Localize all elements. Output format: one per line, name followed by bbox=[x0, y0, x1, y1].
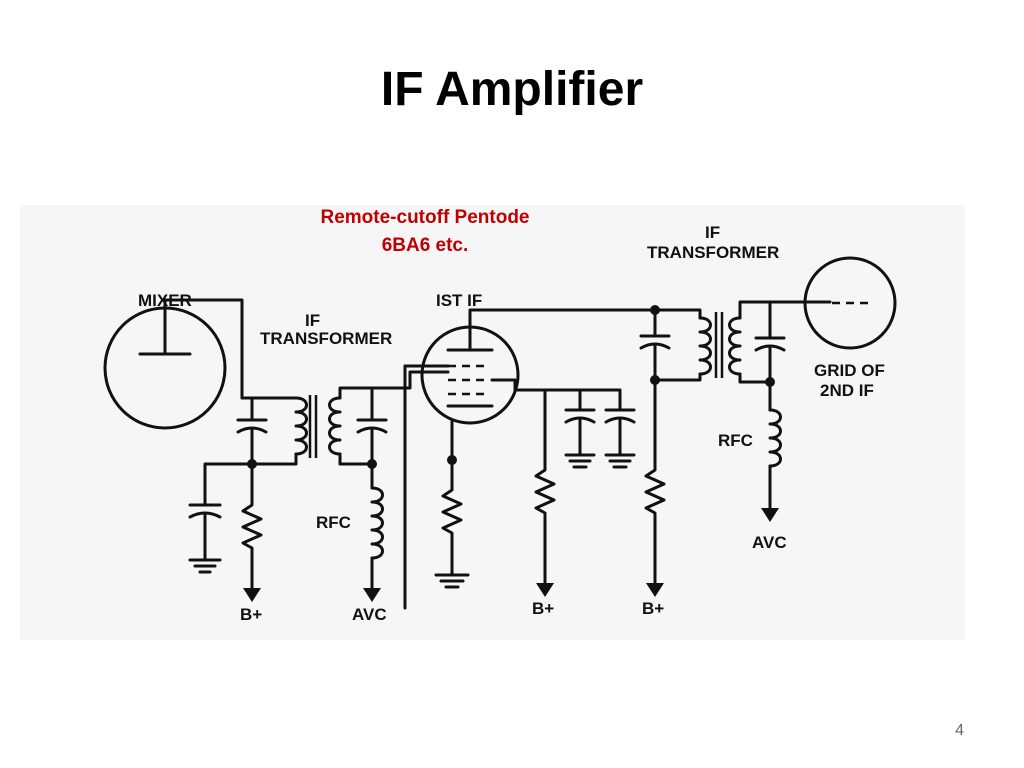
mixer-tube bbox=[103, 298, 244, 430]
label-mixer: MIXER bbox=[138, 291, 192, 310]
label-bplus-1: B+ bbox=[240, 605, 262, 624]
screen-decoupling bbox=[513, 388, 636, 597]
label-avc-2: AVC bbox=[752, 533, 787, 552]
mixer-plate-decoupling bbox=[188, 459, 263, 602]
annotation-line-2: 6BA6 etc. bbox=[381, 235, 469, 256]
label-if-transformer-1-line1: IF bbox=[305, 311, 320, 330]
first-if-pentode bbox=[403, 308, 657, 610]
label-rfc-1: RFC bbox=[316, 513, 351, 532]
annotation-line-1: Remote-cutoff Pentode bbox=[320, 207, 530, 228]
label-first-if: IST IF bbox=[436, 291, 482, 310]
label-bplus-3: B+ bbox=[642, 599, 664, 618]
label-bplus-2: B+ bbox=[532, 599, 554, 618]
label-avc-1: AVC bbox=[352, 605, 387, 624]
label-if-transformer-2-line2: TRANSFORMER bbox=[647, 243, 779, 262]
avc-feed-1 bbox=[363, 370, 432, 602]
second-if-tube bbox=[803, 256, 897, 350]
slide-title: IF Amplifier bbox=[380, 63, 644, 116]
if-transformer-1 bbox=[236, 386, 388, 466]
cathode-bias bbox=[434, 455, 470, 589]
slide-number: 4 bbox=[955, 722, 964, 739]
label-if-transformer-1-line2: TRANSFORMER bbox=[260, 329, 392, 348]
pentode-annotation: Remote-cutoff Pentode 6BA6 etc. bbox=[290, 204, 560, 260]
scan-background bbox=[20, 205, 965, 640]
label-grid-line1: GRID OF bbox=[814, 361, 885, 380]
label-if-transformer-2-line1: IF bbox=[705, 223, 720, 242]
label-grid-line2: 2ND IF bbox=[820, 381, 874, 400]
label-rfc-2: RFC bbox=[718, 431, 753, 450]
if-transformer-2 bbox=[639, 300, 832, 597]
